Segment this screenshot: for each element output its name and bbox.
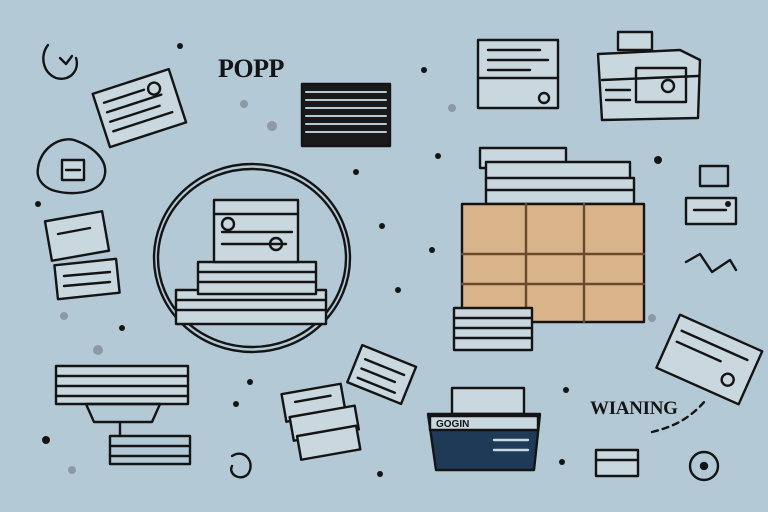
folder-stack — [280, 382, 362, 461]
tilted-screen-card — [655, 313, 764, 406]
shipping-label-card — [346, 343, 418, 406]
shipping-crate — [596, 30, 702, 122]
cardboard-pallet — [452, 146, 646, 352]
dashed-curve — [650, 398, 708, 434]
title-text: POPP — [218, 54, 284, 83]
bin-logo-text: Pp — [440, 436, 469, 461]
scatter-dots — [35, 43, 731, 477]
bin-top-label: GOGIN — [436, 419, 470, 430]
striped-sign — [300, 82, 392, 148]
label-board — [476, 38, 560, 110]
target-icon — [688, 450, 720, 482]
home-icon — [36, 138, 107, 195]
zigzag-arrow-icon — [684, 252, 738, 274]
card-icon — [594, 448, 640, 478]
swirl-icon — [42, 43, 79, 80]
small-swirl-icon — [230, 452, 252, 479]
storage-bin — [426, 386, 542, 472]
document-card — [91, 67, 188, 149]
stacked-papers — [43, 210, 121, 301]
small-box-icon — [698, 164, 730, 188]
circled-box-stack — [152, 162, 352, 354]
whiteboard-stand — [54, 364, 192, 466]
warning-text: WIANING — [590, 398, 678, 419]
